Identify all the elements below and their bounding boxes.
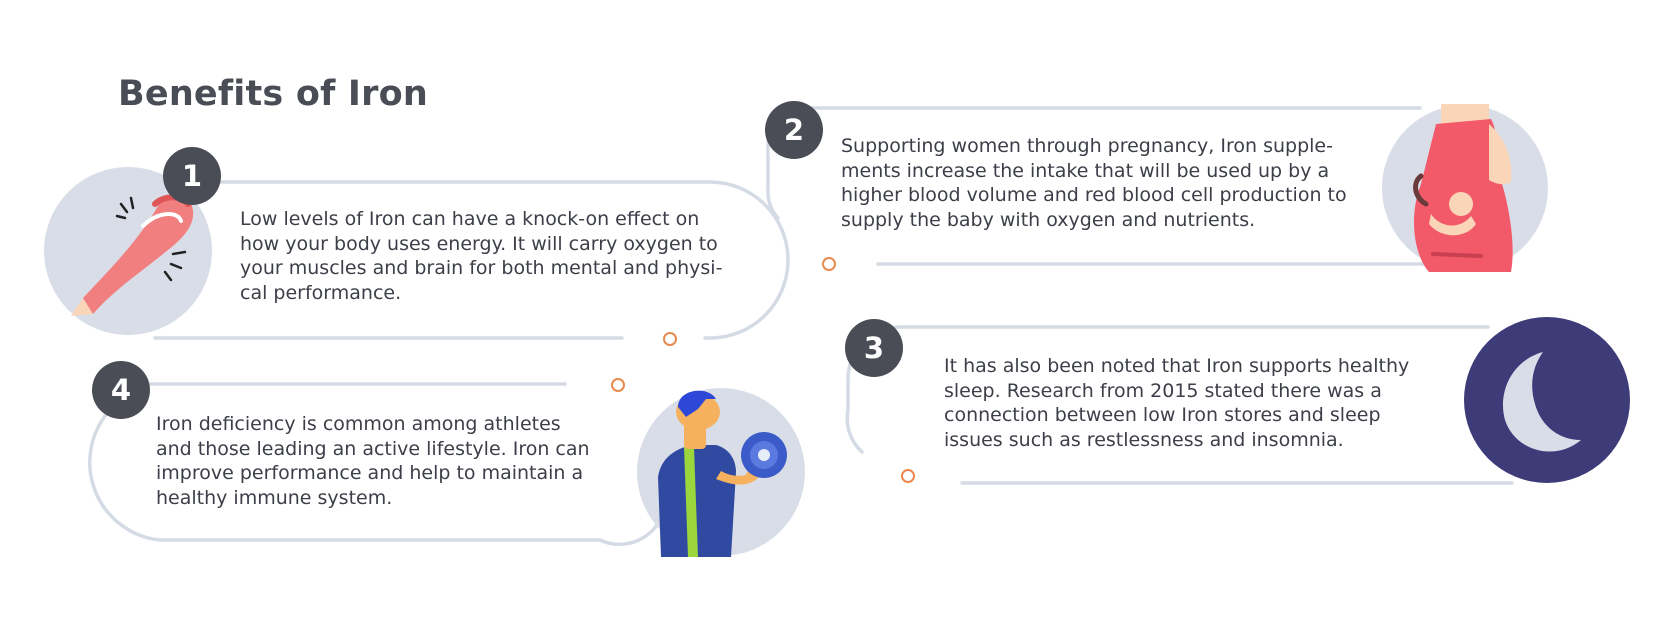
benefit-2-text: Supporting women through pregnancy, Iron… xyxy=(841,135,1347,231)
badge-number-3: 3 xyxy=(845,319,903,377)
badge-number-1: 1 xyxy=(163,147,221,205)
connector-dot xyxy=(901,469,915,483)
connector-dot xyxy=(611,378,625,392)
benefit-3-text: It has also been noted that Iron support… xyxy=(944,355,1410,451)
connector-dot xyxy=(663,332,677,346)
page-title: Benefits of Iron xyxy=(118,74,428,114)
athlete-dumbbell-icon xyxy=(637,388,805,557)
benefit-1-text: Low levels of Iron can have a knock-on e… xyxy=(240,208,723,304)
connector-dot xyxy=(822,257,836,271)
badge-number-4: 4 xyxy=(92,361,150,419)
card-4-outline xyxy=(88,408,662,547)
pregnancy-icon xyxy=(1382,104,1548,272)
card-1-outline xyxy=(213,180,790,340)
arm-muscle-icon xyxy=(44,167,212,335)
sleep-moon-icon xyxy=(1464,317,1630,483)
benefit-4-text: Iron deficiency is common among athletes… xyxy=(156,413,590,509)
badge-number-2: 2 xyxy=(765,101,823,159)
